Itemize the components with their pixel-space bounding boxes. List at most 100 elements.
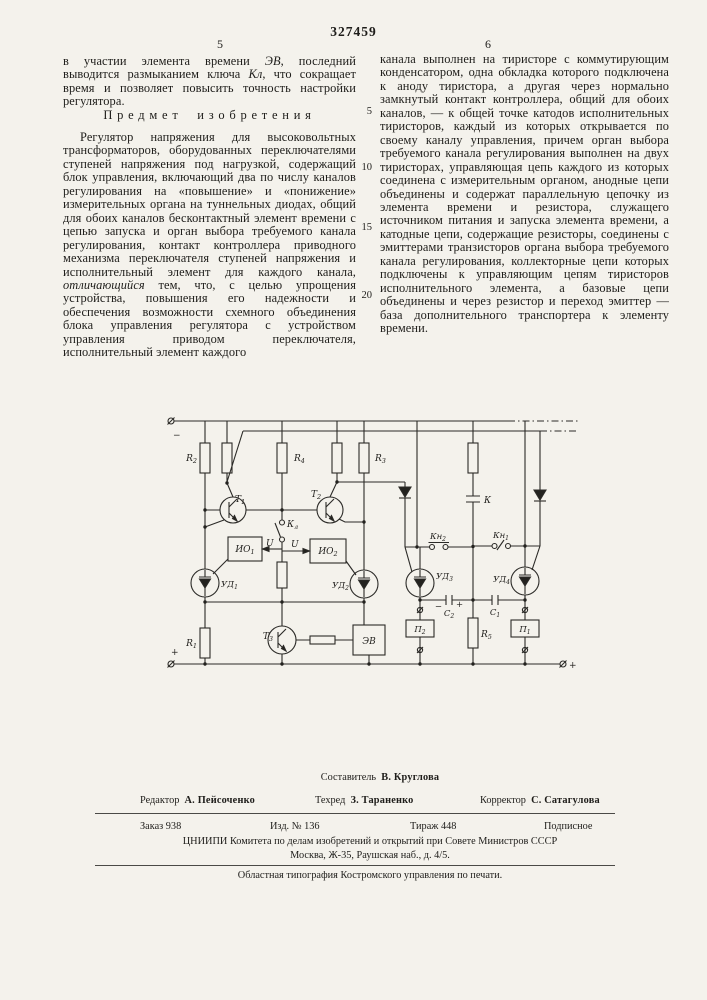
terminal-bottom-right (559, 660, 567, 668)
label-T2: T2 (311, 490, 321, 501)
wire-t1-leads (204, 509, 317, 528)
label-C2-plus: + (456, 600, 463, 610)
compiler-label: Составитель (320, 772, 377, 783)
contact-Kn1-blade (496, 539, 505, 551)
line-number-20: 20 (361, 290, 373, 301)
terminal-top-left (167, 417, 175, 425)
wire-lower-bus (204, 597, 364, 664)
wire-io2-gate (345, 560, 357, 576)
footer-subscription: Подписное (544, 821, 593, 832)
left-paragraph-2: Регулятор напряжения для высоковольтных … (63, 130, 356, 360)
switch-Kl-top-contact (278, 519, 286, 526)
techred-name: З. Тараненко (350, 795, 414, 806)
resistor-R3 (358, 442, 370, 474)
footer-org-line: ЦНИИПИ Комитета по делам изобретений и о… (182, 836, 558, 847)
resistor-central-load (467, 442, 479, 474)
label-R5: R5 (480, 630, 492, 641)
arrow-u-right (302, 547, 312, 555)
thyristor-UD3-icon (405, 568, 435, 598)
resistor-R5 (467, 617, 479, 649)
line-number-10: 10 (361, 162, 373, 173)
diode-right-icon (533, 489, 547, 502)
label-UD4: УД4 (493, 575, 510, 586)
label-R4: R4 (293, 454, 305, 465)
footer-address-line: Москва, Ж-35, Раушская наб., д. 4/5. (290, 850, 450, 861)
label-P2: П2 (413, 625, 425, 636)
label-U-left: U (266, 539, 274, 549)
label-plus-bottom-left: + (171, 648, 179, 658)
block-IO1 (227, 536, 263, 562)
label-minus-top: − (173, 431, 181, 441)
section-heading: Предмет изобретения (103, 108, 316, 122)
footer-circulation: Тираж 448 (410, 821, 457, 832)
label-T1: T1 (235, 495, 245, 506)
label-Kn2: Кн2 (429, 532, 446, 543)
line-number-5: 5 (366, 106, 372, 117)
resistor-t2-load (331, 442, 343, 474)
contact-Kn1-right (504, 542, 512, 550)
circuit-wires (167, 417, 579, 668)
junction-dots (203, 480, 527, 666)
transistor-T1-emitter-arrow (231, 514, 239, 523)
wire-diode-left (337, 481, 413, 573)
line-number-15: 15 (361, 222, 373, 233)
thyristor-UD1-icon (190, 568, 220, 598)
left-column-claim: Регулятор напряжения для высоковольтных … (63, 130, 356, 360)
corrector-label: Корректор (480, 795, 526, 806)
resistor-t1-load (221, 442, 233, 474)
footer-compiler: Составитель В. Круглова (130, 772, 630, 783)
label-U-right: U (291, 540, 299, 550)
label-C2: С2 (444, 609, 455, 620)
right-paragraph: канала выполнен на тиристоре с коммутиру… (380, 52, 669, 336)
terminal-ud4-upper (521, 606, 529, 614)
label-IO2: ИО2 (317, 547, 337, 558)
label-UD2: УД2 (332, 581, 349, 592)
resistor-R1 (199, 627, 211, 659)
label-Kl: Кл (286, 520, 298, 531)
footer-corrector: Корректор С. Сатагулова (480, 795, 600, 806)
label-R1: R1 (185, 639, 197, 650)
terminal-ud3-upper (416, 606, 424, 614)
circuit-schematic: R2 R4 R3 R1 R5 T1 T2 T3 Кл ИО1 ИО2 U U У… (163, 410, 583, 710)
footer-techred: Техред З. Тараненко (315, 795, 413, 806)
label-K: К (483, 496, 492, 506)
resistor-kl-chain (276, 561, 288, 589)
label-plus-bottom-right: + (569, 661, 577, 671)
thyristor-UD4-icon (510, 566, 540, 596)
compiler-name: В. Круглова (381, 772, 440, 783)
label-EV: ЭВ (362, 637, 376, 647)
transistor-T3-emitter-arrow (280, 644, 288, 653)
left-column: в участии элемента времени ЭВ, последний… (63, 54, 356, 109)
contact-Kn1-left (491, 542, 498, 550)
editor-name: А. Пейсоченко (184, 795, 255, 806)
right-column-number: 6 (485, 37, 491, 51)
footer-issue: Изд. № 136 (270, 821, 320, 832)
block-IO2 (309, 538, 347, 564)
block-P2 (405, 619, 435, 638)
label-C2-minus: − (435, 602, 442, 612)
var-ev: ЭВ (264, 54, 281, 68)
transistor-T2-emitter-arrow (328, 514, 336, 523)
footer-editor: Редактор А. Пейсоченко (140, 795, 255, 806)
capacitor-C1 (491, 595, 499, 605)
label-R2: R2 (185, 454, 197, 465)
block-P1 (510, 619, 540, 638)
footer-printer-line: Областная типография Костромского управл… (237, 870, 503, 881)
resistor-R2 (199, 442, 211, 474)
capacitor-C2 (445, 595, 453, 605)
resistor-t3-ev (309, 635, 336, 645)
label-IO1: ИО1 (234, 545, 254, 556)
label-Kn1: Кн1 (492, 531, 509, 542)
label-T3: T3 (263, 632, 273, 643)
circuit-svg: R2 R4 R3 R1 R5 T1 T2 T3 Кл ИО1 ИО2 U U У… (167, 417, 579, 671)
arrow-u-left (260, 545, 270, 553)
label-UD3: УД3 (436, 572, 453, 583)
thyristor-UD2-icon (349, 569, 379, 599)
circuit-labels: R2 R4 R3 R1 R5 T1 T2 T3 Кл ИО1 ИО2 U U У… (171, 431, 577, 671)
diode-left-icon (398, 486, 412, 499)
label-C1: С1 (490, 608, 500, 619)
right-column: канала выполнен на тиристоре с коммутиру… (380, 52, 669, 336)
editor-label: Редактор (140, 795, 180, 806)
label-UD1: УД1 (221, 580, 238, 591)
